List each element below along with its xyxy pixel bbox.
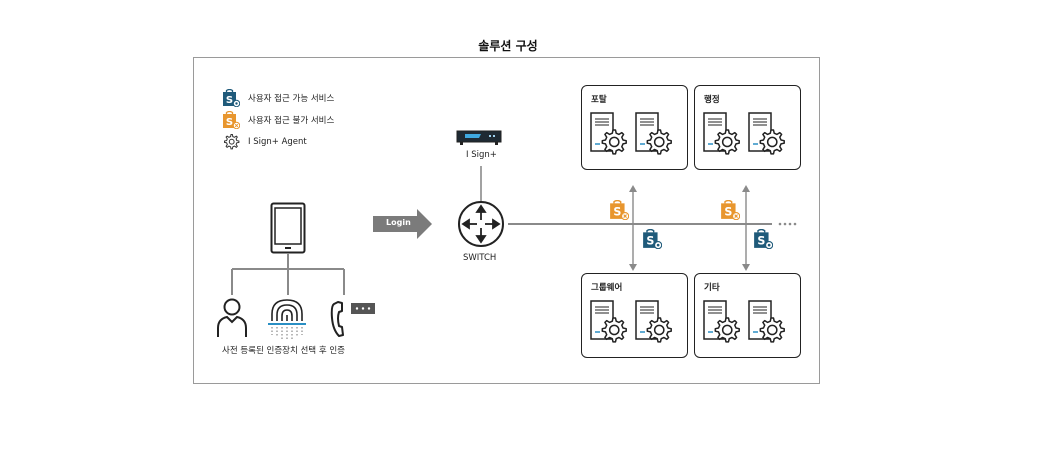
network-lines xyxy=(480,166,797,271)
server-group-etc: 기타 xyxy=(694,273,801,358)
legend-agent-label: I Sign+ Agent xyxy=(248,137,307,147)
isign-appliance-icon xyxy=(456,130,502,145)
server-group-label: 기타 xyxy=(704,283,720,293)
svg-text:S: S xyxy=(226,95,233,106)
server-gear-icon xyxy=(703,110,793,158)
server-group-groupware: 그룹웨어 xyxy=(581,273,688,358)
server-group-label: 포탈 xyxy=(591,95,607,105)
login-arrow: Login xyxy=(373,209,433,243)
inaccessible-service-icon: S xyxy=(223,111,240,129)
diagram-frame xyxy=(193,57,820,384)
allowed-service-icon-2: S xyxy=(754,229,773,249)
legend-inaccessible-label: 사용자 접근 불가 서비스 xyxy=(248,116,335,126)
isign-label: I Sign+ xyxy=(466,150,497,160)
person-icon xyxy=(217,298,247,337)
accessible-service-icon: S xyxy=(223,89,240,107)
blocked-service-icon-2: S xyxy=(721,200,740,220)
phone-sms-icon xyxy=(330,301,375,337)
diagram-title: 솔루션 구성 xyxy=(478,39,538,53)
server-group-portal: 포탈 xyxy=(581,85,688,170)
svg-text:S: S xyxy=(226,117,233,128)
allowed-service-icon-1: S xyxy=(643,229,662,249)
auth-connector-lines xyxy=(231,253,345,295)
switch-icon xyxy=(458,201,504,247)
login-label: Login xyxy=(386,218,411,227)
server-group-label: 행정 xyxy=(704,95,720,105)
mobile-phone-icon xyxy=(270,202,306,254)
agent-gear-icon xyxy=(224,134,240,150)
server-group-admin: 행정 xyxy=(694,85,801,170)
legend-inaccessible: S 사용자 접근 불가 서비스 xyxy=(222,110,334,130)
blocked-service-icon-1: S xyxy=(610,200,629,220)
server-group-label: 그룹웨어 xyxy=(591,283,623,293)
fingerprint-icon xyxy=(268,299,306,339)
svg-text:S: S xyxy=(613,206,621,219)
auth-caption: 사전 등록된 인증장치 선택 후 인증 xyxy=(222,346,345,356)
svg-text:S: S xyxy=(757,235,765,248)
server-gear-icon xyxy=(590,110,680,158)
legend-accessible-label: 사용자 접근 가능 서비스 xyxy=(248,94,335,104)
switch-label: SWITCH xyxy=(463,253,497,263)
legend-accessible: S 사용자 접근 가능 서비스 xyxy=(222,88,334,108)
server-gear-icon xyxy=(590,298,680,346)
legend-agent: I Sign+ Agent xyxy=(222,132,307,152)
svg-text:S: S xyxy=(646,235,654,248)
server-gear-icon xyxy=(703,298,793,346)
svg-text:S: S xyxy=(724,206,732,219)
